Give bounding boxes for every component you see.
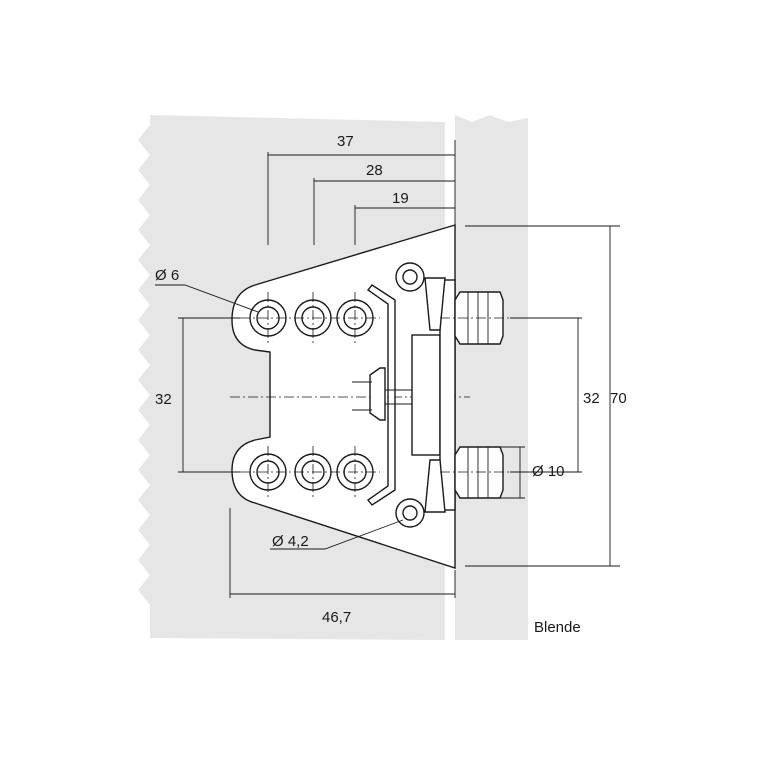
spring-clip [366, 284, 396, 506]
upper-hole-row [240, 292, 380, 346]
dim-70-label: 70 [610, 390, 627, 407]
left-dimension-32 [178, 317, 240, 473]
dim-32-right-label: 32 [583, 390, 600, 407]
bottom-dimension [229, 508, 456, 598]
dim-diameter-10-label: Ø 10 [532, 463, 565, 480]
mounting-plate-outline [231, 224, 456, 569]
dim-46-7-label: 46,7 [322, 609, 351, 626]
leader-diameter-4-2 [270, 519, 404, 550]
dim-37-label: 37 [337, 133, 354, 150]
dim-diameter-4-2-label: Ø 4,2 [272, 533, 309, 550]
dim-19-label: 19 [392, 190, 409, 207]
dim-diameter-6-label: Ø 6 [155, 267, 179, 284]
small-fixing-holes [395, 262, 425, 528]
right-dimensions [465, 225, 620, 567]
lower-dowel [440, 446, 520, 499]
dim-28-label: 28 [366, 162, 383, 179]
front-panel-region [455, 115, 528, 640]
upper-dowel [440, 291, 520, 345]
lower-hole-row [240, 446, 380, 500]
central-mechanism [352, 277, 456, 513]
panel-label: Blende [534, 619, 581, 636]
dim-32-left-label: 32 [155, 391, 172, 408]
leader-diameter-6 [155, 284, 259, 313]
dim-diameter-10 [500, 446, 525, 499]
top-dimensions [267, 140, 456, 245]
